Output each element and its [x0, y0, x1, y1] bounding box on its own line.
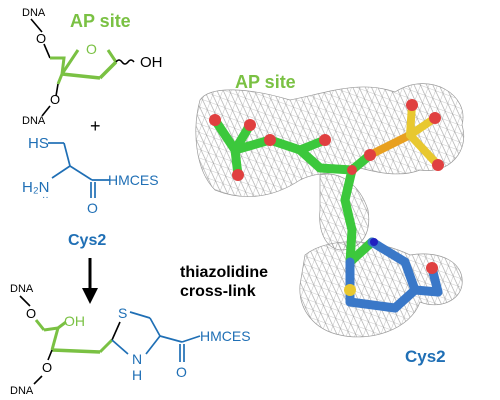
- oxygen-atom: [209, 114, 221, 126]
- product-structure: DNA O OH O DNA S N H: [10, 283, 251, 397]
- oh-product-label: OH: [64, 313, 85, 329]
- hs-label: HS: [28, 135, 49, 152]
- crosslink-label-line1: thiazolidine: [180, 264, 268, 281]
- h2n-label: H₂N: [22, 179, 50, 196]
- oxygen-atom: [232, 169, 244, 181]
- cys2-structure-label: Cys2: [405, 347, 446, 366]
- lone-pair-dots: ··: [42, 192, 49, 203]
- cysteine-structure: HS H₂N ·· HMCES O: [22, 135, 159, 216]
- crystal-structure: AP site thiazolidine cross-link Cys2: [180, 72, 464, 366]
- o-5prime: O: [36, 31, 46, 46]
- oxygen-atom: [319, 134, 331, 146]
- dna-label-bottom-low: DNA: [10, 385, 34, 397]
- ap-site-structure-label: AP site: [235, 72, 296, 92]
- ring-oxygen: O: [86, 41, 97, 57]
- crosslink-label-line2: cross-link: [180, 283, 256, 300]
- o-product-3prime: O: [42, 360, 52, 375]
- ap-site-title: AP site: [70, 11, 131, 31]
- oxygen-atom: [244, 119, 256, 131]
- oh-label: OH: [140, 54, 163, 71]
- carbonyl-oxygen: O: [87, 200, 98, 216]
- o-product-5prime: O: [26, 306, 36, 321]
- plus-sign: +: [90, 116, 101, 136]
- reaction-arrow: [82, 258, 98, 304]
- dna-label-bottom-top: DNA: [10, 283, 34, 295]
- oxygen-atom: [426, 262, 438, 274]
- s-ring-label: S: [118, 305, 127, 321]
- dna-label-top: DNA: [22, 7, 46, 19]
- oxygen-atom: [347, 165, 357, 175]
- chemical-scheme: AP site DNA O O OH O DNA + HS: [10, 7, 251, 397]
- hmces-label-top: HMCES: [108, 172, 159, 188]
- hmces-product-label: HMCES: [200, 328, 251, 344]
- phosphate-group: [364, 99, 444, 171]
- nh-label: N: [132, 351, 142, 367]
- cys2-name-label: Cys2: [68, 232, 106, 249]
- sulfur-atom: [344, 284, 356, 296]
- oxygen-atom: [264, 134, 276, 146]
- o-3prime: O: [50, 92, 60, 107]
- nitrogen-atom: [370, 238, 378, 246]
- dna-label-mid: DNA: [22, 115, 46, 127]
- nh-h-label: H: [132, 367, 142, 383]
- ap-sugar-ring: [50, 49, 118, 85]
- o-product-label: O: [176, 364, 187, 380]
- cys2-sticks: [344, 237, 443, 313]
